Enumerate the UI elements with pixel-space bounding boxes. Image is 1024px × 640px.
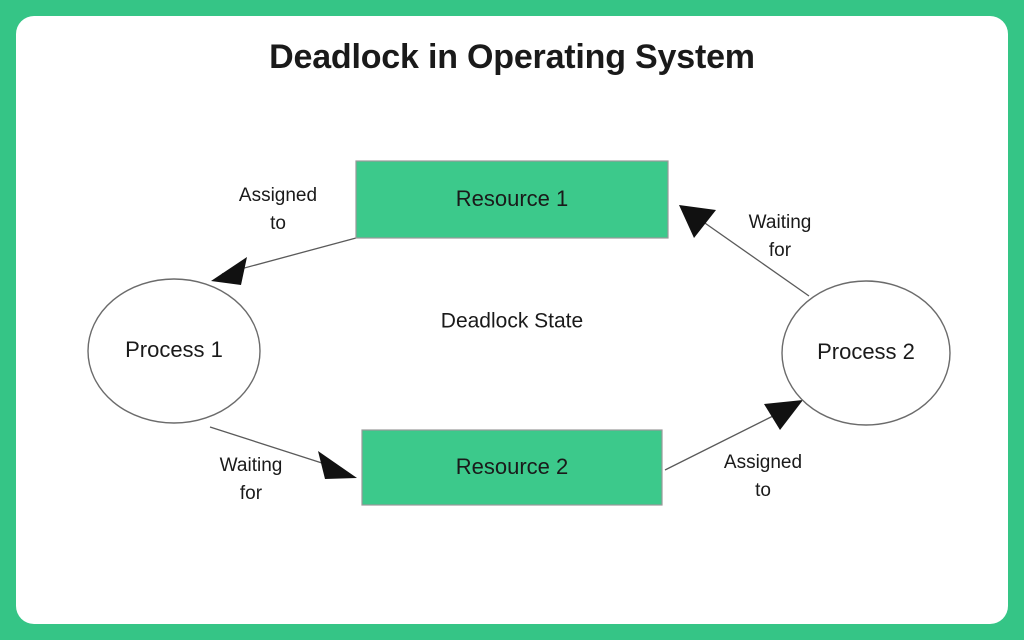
edge-label-line1: Waiting bbox=[220, 455, 283, 476]
edge-label-line1: Assigned bbox=[239, 185, 317, 206]
arrow-head bbox=[679, 205, 716, 238]
edge-label-line2: to bbox=[270, 213, 286, 234]
edge-label-waiting-for-bottom-left: Waiting for bbox=[220, 455, 283, 504]
node-resource-2[interactable]: Resource 2 bbox=[361, 429, 663, 506]
edge-line bbox=[664, 414, 776, 471]
edge-resource1-to-process1 bbox=[211, 237, 357, 285]
resource-1-label: Resource 1 bbox=[456, 186, 569, 211]
edge-process2-to-resource1 bbox=[679, 205, 810, 297]
node-process-2[interactable]: Process 2 bbox=[781, 280, 951, 426]
edge-label-line2: for bbox=[769, 240, 792, 261]
resource-1-box[interactable] bbox=[355, 160, 669, 239]
edge-resource2-to-process2 bbox=[664, 400, 803, 471]
edge-process1-to-resource2 bbox=[209, 426, 357, 479]
edge-label-line2: to bbox=[755, 480, 771, 501]
edge-line bbox=[209, 426, 326, 465]
process-1-label: Process 1 bbox=[125, 337, 223, 362]
edge-label-waiting-for-top-right: Waiting for bbox=[749, 212, 812, 261]
arrow-head bbox=[764, 400, 803, 430]
arrow-head bbox=[318, 451, 357, 479]
process-2-circle[interactable] bbox=[781, 280, 951, 426]
edge-label-line1: Assigned bbox=[724, 452, 802, 473]
process-2-label: Process 2 bbox=[817, 339, 915, 364]
deadlock-state-label: Deadlock State bbox=[441, 310, 583, 333]
node-resource-1[interactable]: Resource 1 bbox=[355, 160, 669, 239]
arrow-head bbox=[211, 257, 247, 285]
process-1-circle[interactable] bbox=[87, 278, 261, 424]
edge-label-assigned-to-bottom-right: Assigned to bbox=[724, 452, 802, 501]
edge-label-line2: for bbox=[240, 483, 263, 504]
resource-2-box[interactable] bbox=[361, 429, 663, 506]
page-title: Deadlock in Operating System bbox=[269, 38, 755, 76]
edge-label-line1: Waiting bbox=[749, 212, 812, 233]
edge-line bbox=[691, 213, 810, 297]
edge-label-assigned-to-top-left: Assigned to bbox=[239, 185, 317, 234]
node-process-1[interactable]: Process 1 bbox=[87, 278, 261, 424]
resource-2-label: Resource 2 bbox=[456, 454, 569, 479]
